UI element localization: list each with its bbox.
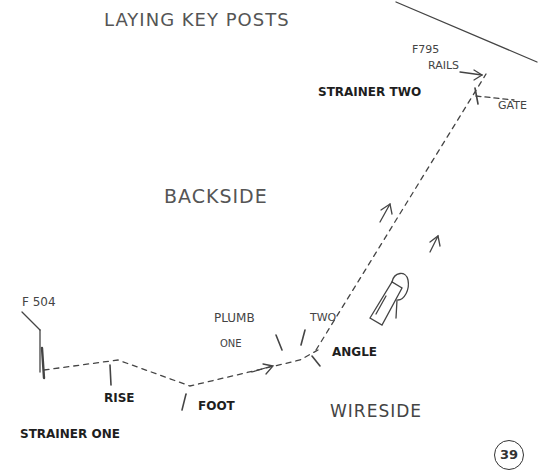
part-label: GATE	[498, 100, 527, 112]
post-label: ONE	[220, 338, 242, 349]
page-number: 39	[500, 447, 518, 462]
post-label: FOOT	[198, 400, 235, 413]
post-label: ANGLE	[332, 346, 377, 359]
post-label: TWO	[310, 312, 336, 324]
post-label: STRAINER TWO	[318, 86, 421, 99]
page-number-circle: 39	[494, 440, 524, 470]
post-label: PLUMB	[214, 312, 255, 325]
field-label: F795	[412, 44, 439, 56]
post-label: RISE	[104, 392, 135, 405]
field-label: F 504	[22, 296, 56, 309]
title: LAYING KEY POSTS	[104, 10, 290, 30]
part-label: RAILS	[428, 60, 459, 72]
side-label: BACKSIDE	[164, 186, 268, 207]
side-label: WIRESIDE	[330, 402, 422, 421]
post-label: STRAINER ONE	[20, 428, 120, 441]
